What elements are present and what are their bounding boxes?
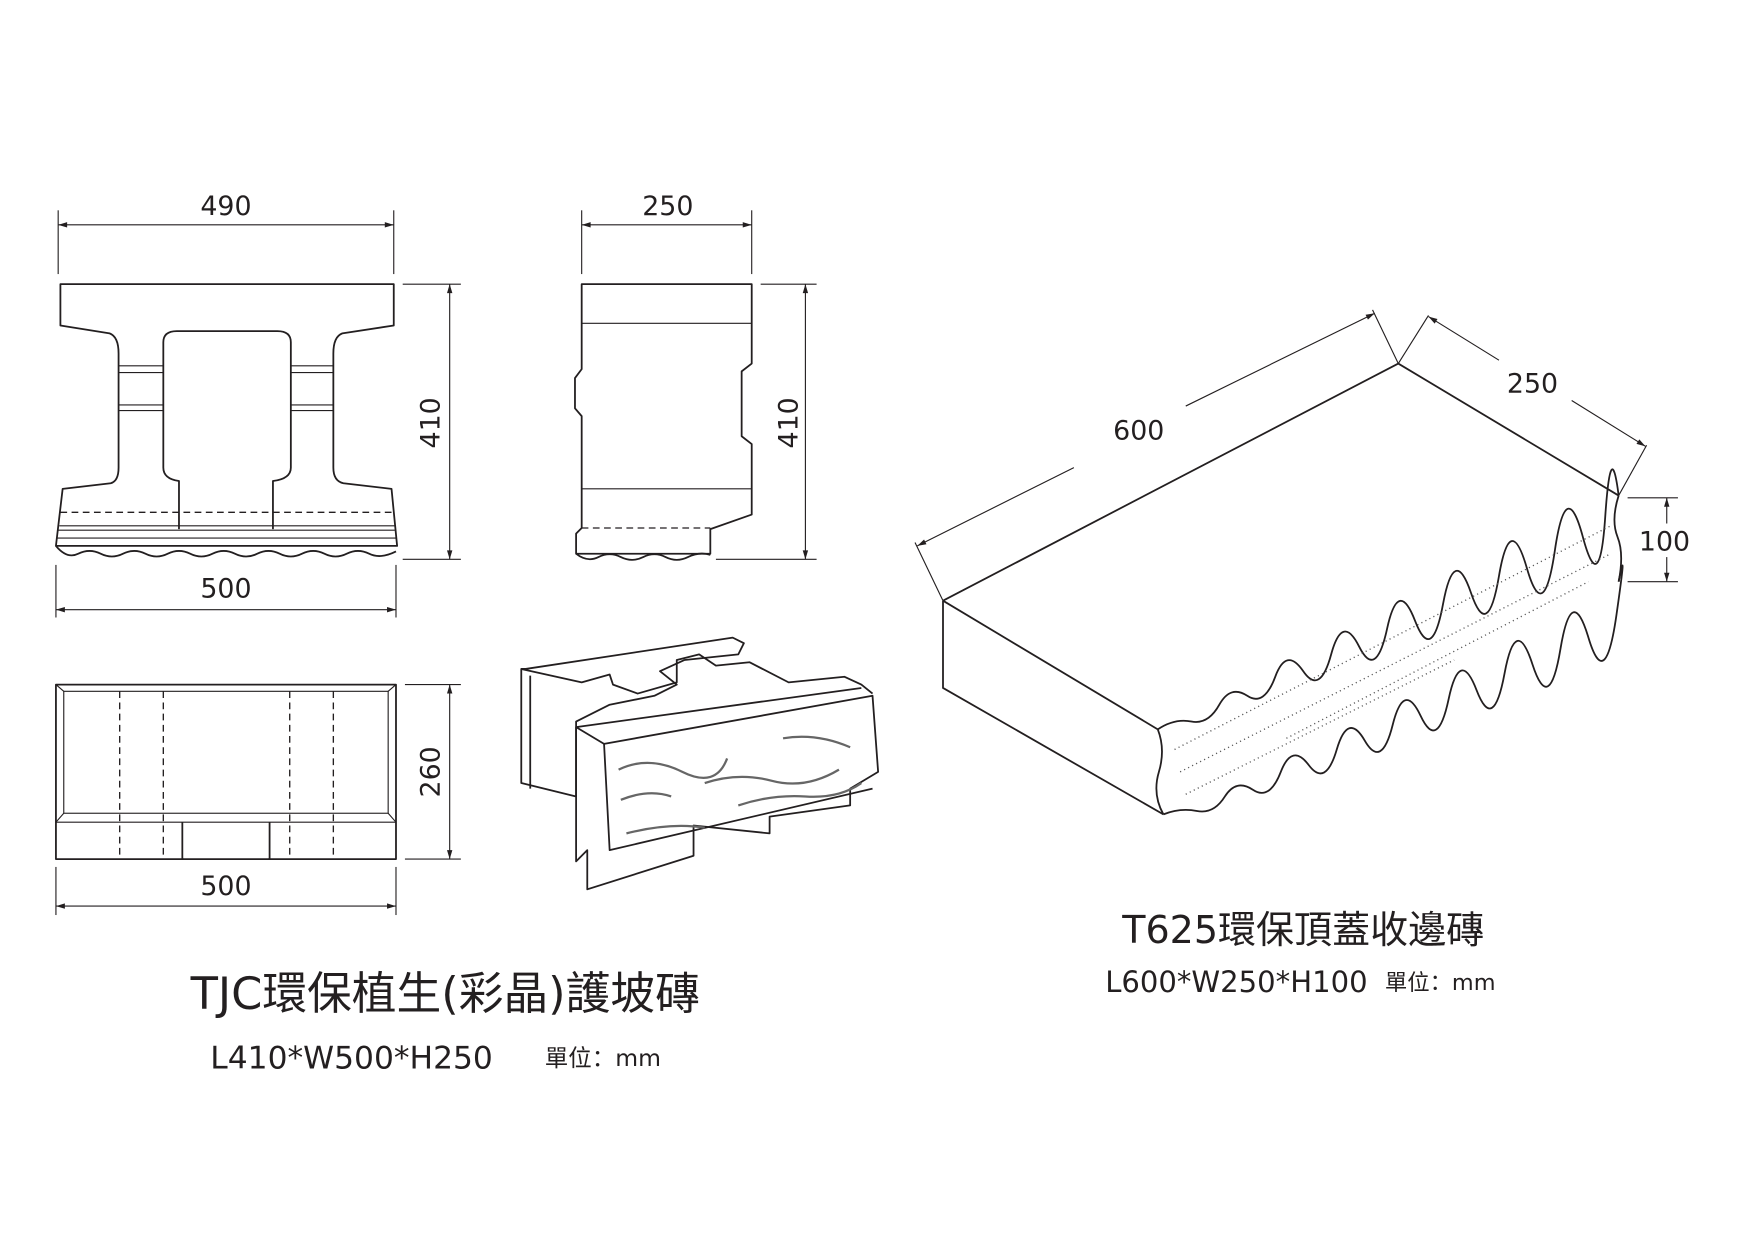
tjc-isometric-view [520, 636, 880, 891]
dim-t625-width: 250 [1507, 369, 1558, 400]
t625-title: T625環保頂蓋收邊磚 [1121, 908, 1484, 952]
dim-side-height: 410 [774, 397, 805, 448]
tjc-title: TJC環保植生(彩晶)護坡磚 [190, 967, 700, 1020]
dim-front-top-width: 490 [200, 191, 251, 222]
tjc-dimensions: L410*W500*H250 [210, 1040, 493, 1076]
dim-front-bottom-width: 500 [200, 573, 251, 604]
dim-top-depth: 260 [416, 746, 447, 797]
t625-isometric-view: 600 250 100 [914, 309, 1690, 816]
top-view: 260 500 [55, 683, 461, 916]
side-view: 250 410 [574, 191, 817, 561]
tjc-unit: 單位：mm [545, 1044, 661, 1072]
dim-t625-length: 600 [1113, 416, 1164, 447]
t625-dimensions: L600*W250*H100 [1105, 965, 1367, 999]
dim-t625-height: 100 [1639, 526, 1690, 557]
dim-front-height: 410 [416, 397, 447, 448]
front-view: 490 410 500 [55, 191, 461, 618]
t625-unit: 單位：mm [1385, 970, 1496, 996]
dim-side-width: 250 [642, 191, 693, 222]
dim-top-width: 500 [200, 871, 251, 902]
